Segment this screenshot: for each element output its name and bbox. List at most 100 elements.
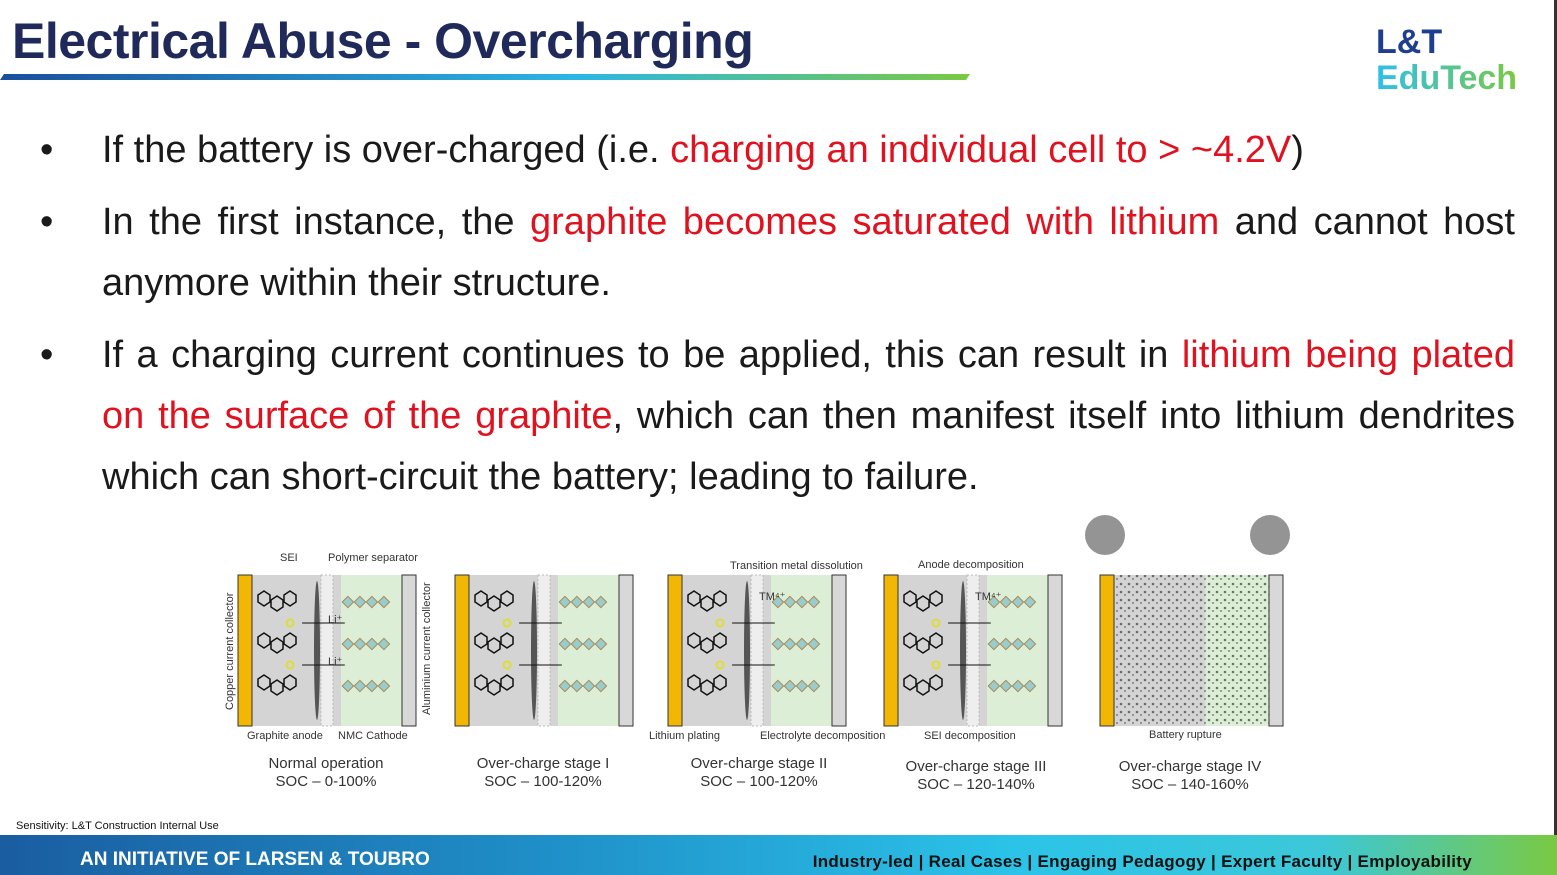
lithium-ion bbox=[285, 660, 295, 670]
stage-caption-soc: SOC – 0-100% bbox=[275, 773, 377, 790]
footer-tagline: Industry-led | Real Cases | Engaging Ped… bbox=[812, 852, 1472, 871]
separator bbox=[537, 574, 551, 727]
lithium-ion bbox=[502, 660, 512, 670]
graphite-hex bbox=[700, 595, 714, 612]
title-underline bbox=[0, 74, 970, 80]
cell-panel-0 bbox=[237, 574, 417, 727]
bullet-item: • In the first instance, the graphite bec… bbox=[40, 192, 1515, 314]
nmc-cathode-label: NMC Cathode bbox=[338, 730, 408, 742]
highlighted-text: charging an individual cell to > ~4.2V bbox=[670, 129, 1292, 171]
graphite-hex bbox=[713, 590, 727, 607]
sei-layer bbox=[314, 581, 320, 720]
graphite-hex bbox=[903, 632, 917, 649]
graphite-hex bbox=[474, 590, 488, 607]
bullet-dot: • bbox=[40, 129, 54, 171]
graphite-hex bbox=[500, 674, 514, 691]
graphite-hex bbox=[487, 637, 501, 654]
aluminium-collector-label: Aluminium current collector bbox=[421, 582, 433, 715]
graphite-hex bbox=[903, 590, 917, 607]
separator bbox=[966, 574, 980, 727]
graphite-hex bbox=[700, 679, 714, 696]
lithium-ion bbox=[285, 618, 295, 628]
footer-band: AN INITIATIVE OF LARSEN & TOUBRO Industr… bbox=[0, 835, 1557, 875]
bullet-text: If the battery is over-charged (i.e. bbox=[102, 129, 671, 171]
battery-rupture-label: Battery rupture bbox=[1149, 729, 1222, 741]
graphite-hex bbox=[687, 632, 701, 649]
bullet-item: •If a charging current continues to be a… bbox=[40, 325, 1515, 508]
stage-caption-stage: Over-charge stage I bbox=[476, 755, 610, 772]
cell-panel-3 bbox=[883, 574, 1063, 727]
highlighted-text: lithium being plated on the surface of t… bbox=[102, 334, 1515, 437]
logo-line2: EduTech bbox=[1376, 59, 1518, 97]
bullet-item: • If the battery is over-charged (i.e. ch… bbox=[40, 120, 1515, 181]
graphite-hex bbox=[700, 637, 714, 654]
copper-collector-label: Copper current collector bbox=[224, 592, 236, 710]
highlighted-text: graphite becomes saturated with lithium bbox=[530, 201, 1220, 243]
lithium-ion bbox=[715, 618, 725, 628]
graphite-hex bbox=[929, 632, 943, 649]
graphite-hex bbox=[687, 674, 701, 691]
nmc-chain bbox=[771, 679, 821, 693]
scrollbar[interactable] bbox=[1554, 0, 1557, 835]
tm-label: TM⁴⁺ bbox=[975, 591, 1002, 603]
logo-line1: L&T bbox=[1376, 23, 1443, 61]
bullet-list: • If the battery is over-charged (i.e. ch… bbox=[40, 120, 1515, 519]
sei-layer bbox=[744, 581, 750, 720]
copper-collector bbox=[237, 574, 253, 727]
graphite-hex bbox=[283, 590, 297, 607]
nmc-chain bbox=[341, 595, 391, 609]
nmc-chain bbox=[341, 637, 391, 651]
graphite-hex bbox=[916, 637, 930, 654]
graphite-hex bbox=[916, 679, 930, 696]
sei-decomposition-label: SEI decomposition bbox=[924, 730, 1016, 742]
lithium-ion bbox=[931, 660, 941, 670]
graphite-hex bbox=[713, 632, 727, 649]
lt-edutech-logo: L&T EduTech bbox=[1376, 24, 1517, 96]
graphite-hex bbox=[257, 632, 271, 649]
graphite-hex bbox=[500, 590, 514, 607]
tm-dissolution-label: Transition metal dissolution bbox=[730, 560, 863, 572]
graphite-hex bbox=[487, 679, 501, 696]
bullet-dot: • bbox=[40, 334, 54, 376]
bullet-text: ) bbox=[1291, 129, 1304, 171]
nmc-chain bbox=[771, 595, 821, 609]
graphite-hex bbox=[283, 632, 297, 649]
stage-caption-stage: Over-charge stage IV bbox=[1118, 758, 1262, 775]
li-label: Li⁺ bbox=[328, 614, 343, 626]
graphite-hex bbox=[929, 590, 943, 607]
graphite-anode-label: Graphite anode bbox=[247, 730, 323, 742]
bullet-dot: • bbox=[40, 201, 54, 243]
nmc-chain bbox=[987, 679, 1037, 693]
copper-collector bbox=[883, 574, 899, 727]
li-label: Li⁺ bbox=[328, 656, 343, 668]
stage-caption-stage: Normal operation bbox=[268, 755, 384, 772]
bullet-text: In the first instance, the bbox=[102, 201, 531, 243]
graphite-hex bbox=[257, 674, 271, 691]
graphite-hex bbox=[903, 674, 917, 691]
lithium-plating-label: Lithium plating bbox=[649, 730, 720, 742]
aluminium-collector bbox=[1047, 574, 1063, 727]
smoke-icon bbox=[1250, 515, 1290, 555]
aluminium-collector bbox=[1268, 574, 1284, 727]
tm-label: TM⁴⁺ bbox=[759, 591, 786, 603]
separator bbox=[320, 574, 334, 727]
stage-caption-soc: SOC – 120-140% bbox=[917, 776, 1035, 793]
footer-initiative: AN INITIATIVE OF LARSEN & TOUBRO bbox=[80, 849, 430, 870]
sei-layer bbox=[531, 581, 537, 720]
electrolyte-decomposition-label: Electrolyte decomposition bbox=[760, 730, 886, 742]
copper-collector bbox=[667, 574, 683, 727]
lithium-ion bbox=[502, 618, 512, 628]
stage-caption-stage: Over-charge stage III bbox=[905, 758, 1047, 775]
rupture-debris bbox=[1114, 575, 1269, 726]
graphite-hex bbox=[270, 595, 284, 612]
bullet-text: , which can then manifest itself into li… bbox=[102, 395, 1515, 498]
graphite-hex bbox=[474, 632, 488, 649]
sei-label: SEI bbox=[280, 552, 298, 564]
lithium-ion bbox=[715, 660, 725, 670]
aluminium-collector bbox=[618, 574, 634, 727]
nmc-chain bbox=[987, 595, 1037, 609]
graphite-hex bbox=[687, 590, 701, 607]
separator-label: Polymer separator bbox=[328, 552, 418, 564]
sei-layer bbox=[960, 581, 966, 720]
